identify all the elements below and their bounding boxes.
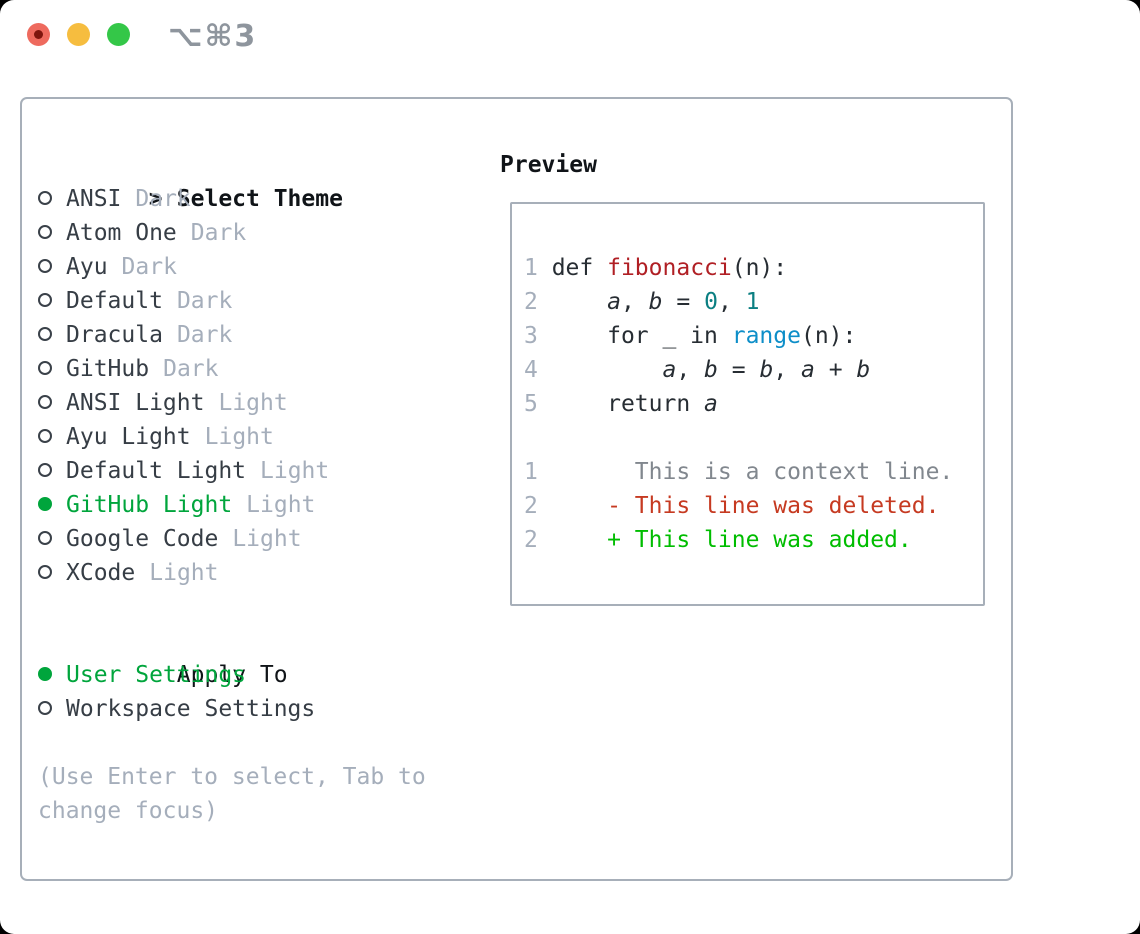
radio-selected-icon <box>38 658 66 692</box>
prompt-caret-icon: > <box>148 186 163 212</box>
radio-icon <box>38 556 66 590</box>
radio-icon <box>38 692 66 726</box>
theme-option-atom-one[interactable]: Atom One Dark <box>38 216 490 250</box>
code-line <box>524 421 983 455</box>
code-preview: 1 def fibonacci(n): 2 a, b = 0, 1 3 for _ … <box>512 204 983 557</box>
apply-to-title: Apply To <box>176 662 288 688</box>
theme-name: Ayu <box>66 254 108 280</box>
preview-header: Preview <box>500 152 597 178</box>
theme-option-ayu[interactable]: Ayu Dark <box>38 250 490 284</box>
theme-variant-tag: Light <box>246 492 316 518</box>
theme-option-github-light[interactable]: GitHub Light Light <box>38 488 490 522</box>
radio-icon <box>38 420 66 454</box>
theme-option-default[interactable]: Default Dark <box>38 284 490 318</box>
code-line: 2 - This line was deleted. <box>524 493 940 519</box>
window-title: ⌥⌘3 <box>168 19 258 54</box>
radio-icon <box>38 216 66 250</box>
spacer-row <box>38 726 490 760</box>
code-line: 2 + This line was added. <box>524 527 912 553</box>
theme-variant-tag: Dark <box>190 220 247 246</box>
apply-option-label: Workspace Settings <box>66 696 316 722</box>
theme-variant-tag: Dark <box>135 186 191 212</box>
radio-icon <box>38 318 66 352</box>
theme-name: XCode <box>66 560 136 586</box>
theme-name: ANSI <box>66 186 122 212</box>
minimize-button[interactable] <box>67 23 90 46</box>
theme-name: Google Code <box>66 526 219 552</box>
radio-icon <box>38 522 66 556</box>
close-dot-icon <box>34 30 43 39</box>
theme-name: GitHub Light <box>66 492 233 518</box>
select-theme-title: Select Theme <box>176 186 343 212</box>
theme-option-ansi[interactable]: ANSI Dark <box>38 182 490 216</box>
theme-variant-tag: Dark <box>176 322 233 348</box>
apply-option-label: User Settings <box>66 662 247 688</box>
theme-name: Ayu Light <box>66 424 191 450</box>
theme-variant-tag: Light <box>260 458 330 484</box>
apply-option-user-settings[interactable]: User Settings <box>38 658 490 692</box>
theme-variant-tag: Light <box>218 390 288 416</box>
theme-name: Default Light <box>66 458 247 484</box>
theme-option-dracula[interactable]: Dracula Dark <box>38 318 490 352</box>
radio-icon <box>38 284 66 318</box>
select-theme-header: > Select Theme <box>38 148 490 212</box>
code-line: 1 def fibonacci(n): <box>524 255 788 281</box>
radio-icon <box>38 454 66 488</box>
code-line: 1 This is a context line. <box>524 459 954 485</box>
preview-box: 1 def fibonacci(n): 2 a, b = 0, 1 3 for _ … <box>510 202 985 606</box>
code-line: 4 a, b = b, a + b <box>524 357 871 383</box>
theme-name: ANSI Light <box>66 390 205 416</box>
radio-icon <box>38 182 66 216</box>
spacer-row <box>38 590 490 624</box>
theme-name: Default <box>66 288 163 314</box>
apply-to-header: Apply To <box>38 624 490 688</box>
close-button[interactable] <box>27 23 50 46</box>
theme-option-github[interactable]: GitHub Dark <box>38 352 490 386</box>
theme-option-xcode[interactable]: XCode Light <box>38 556 490 590</box>
radio-selected-icon <box>38 488 66 522</box>
theme-option-ayu-light[interactable]: Ayu Light Light <box>38 420 490 454</box>
theme-variant-tag: Light <box>204 424 274 450</box>
traffic-lights <box>27 23 130 46</box>
theme-option-default-light[interactable]: Default Light Light <box>38 454 490 488</box>
titlebar: ⌥⌘3 <box>0 0 1140 75</box>
theme-variant-tag: Light <box>232 526 302 552</box>
theme-name: GitHub <box>66 356 150 382</box>
code-line: 5 return a <box>524 391 718 417</box>
theme-variant-tag: Dark <box>121 254 177 280</box>
code-line: 3 for _ in range(n): <box>524 323 857 349</box>
theme-variant-tag: Dark <box>176 288 233 314</box>
theme-option-google-code[interactable]: Google Code Light <box>38 522 490 556</box>
apply-option-workspace-settings[interactable]: Workspace Settings <box>38 692 490 726</box>
code-line: 2 a, b = 0, 1 <box>524 289 760 315</box>
theme-variant-tag: Dark <box>163 356 219 382</box>
radio-icon <box>38 250 66 284</box>
theme-name: Dracula <box>66 322 163 348</box>
theme-option-ansi-light[interactable]: ANSI Light Light <box>38 386 490 420</box>
maximize-button[interactable] <box>107 23 130 46</box>
footer-hint: (Use Enter to select, Tab to change focu… <box>38 764 426 824</box>
radio-icon <box>38 386 66 420</box>
radio-icon <box>38 352 66 386</box>
theme-name: Atom One <box>66 220 177 246</box>
theme-variant-tag: Light <box>149 560 219 586</box>
